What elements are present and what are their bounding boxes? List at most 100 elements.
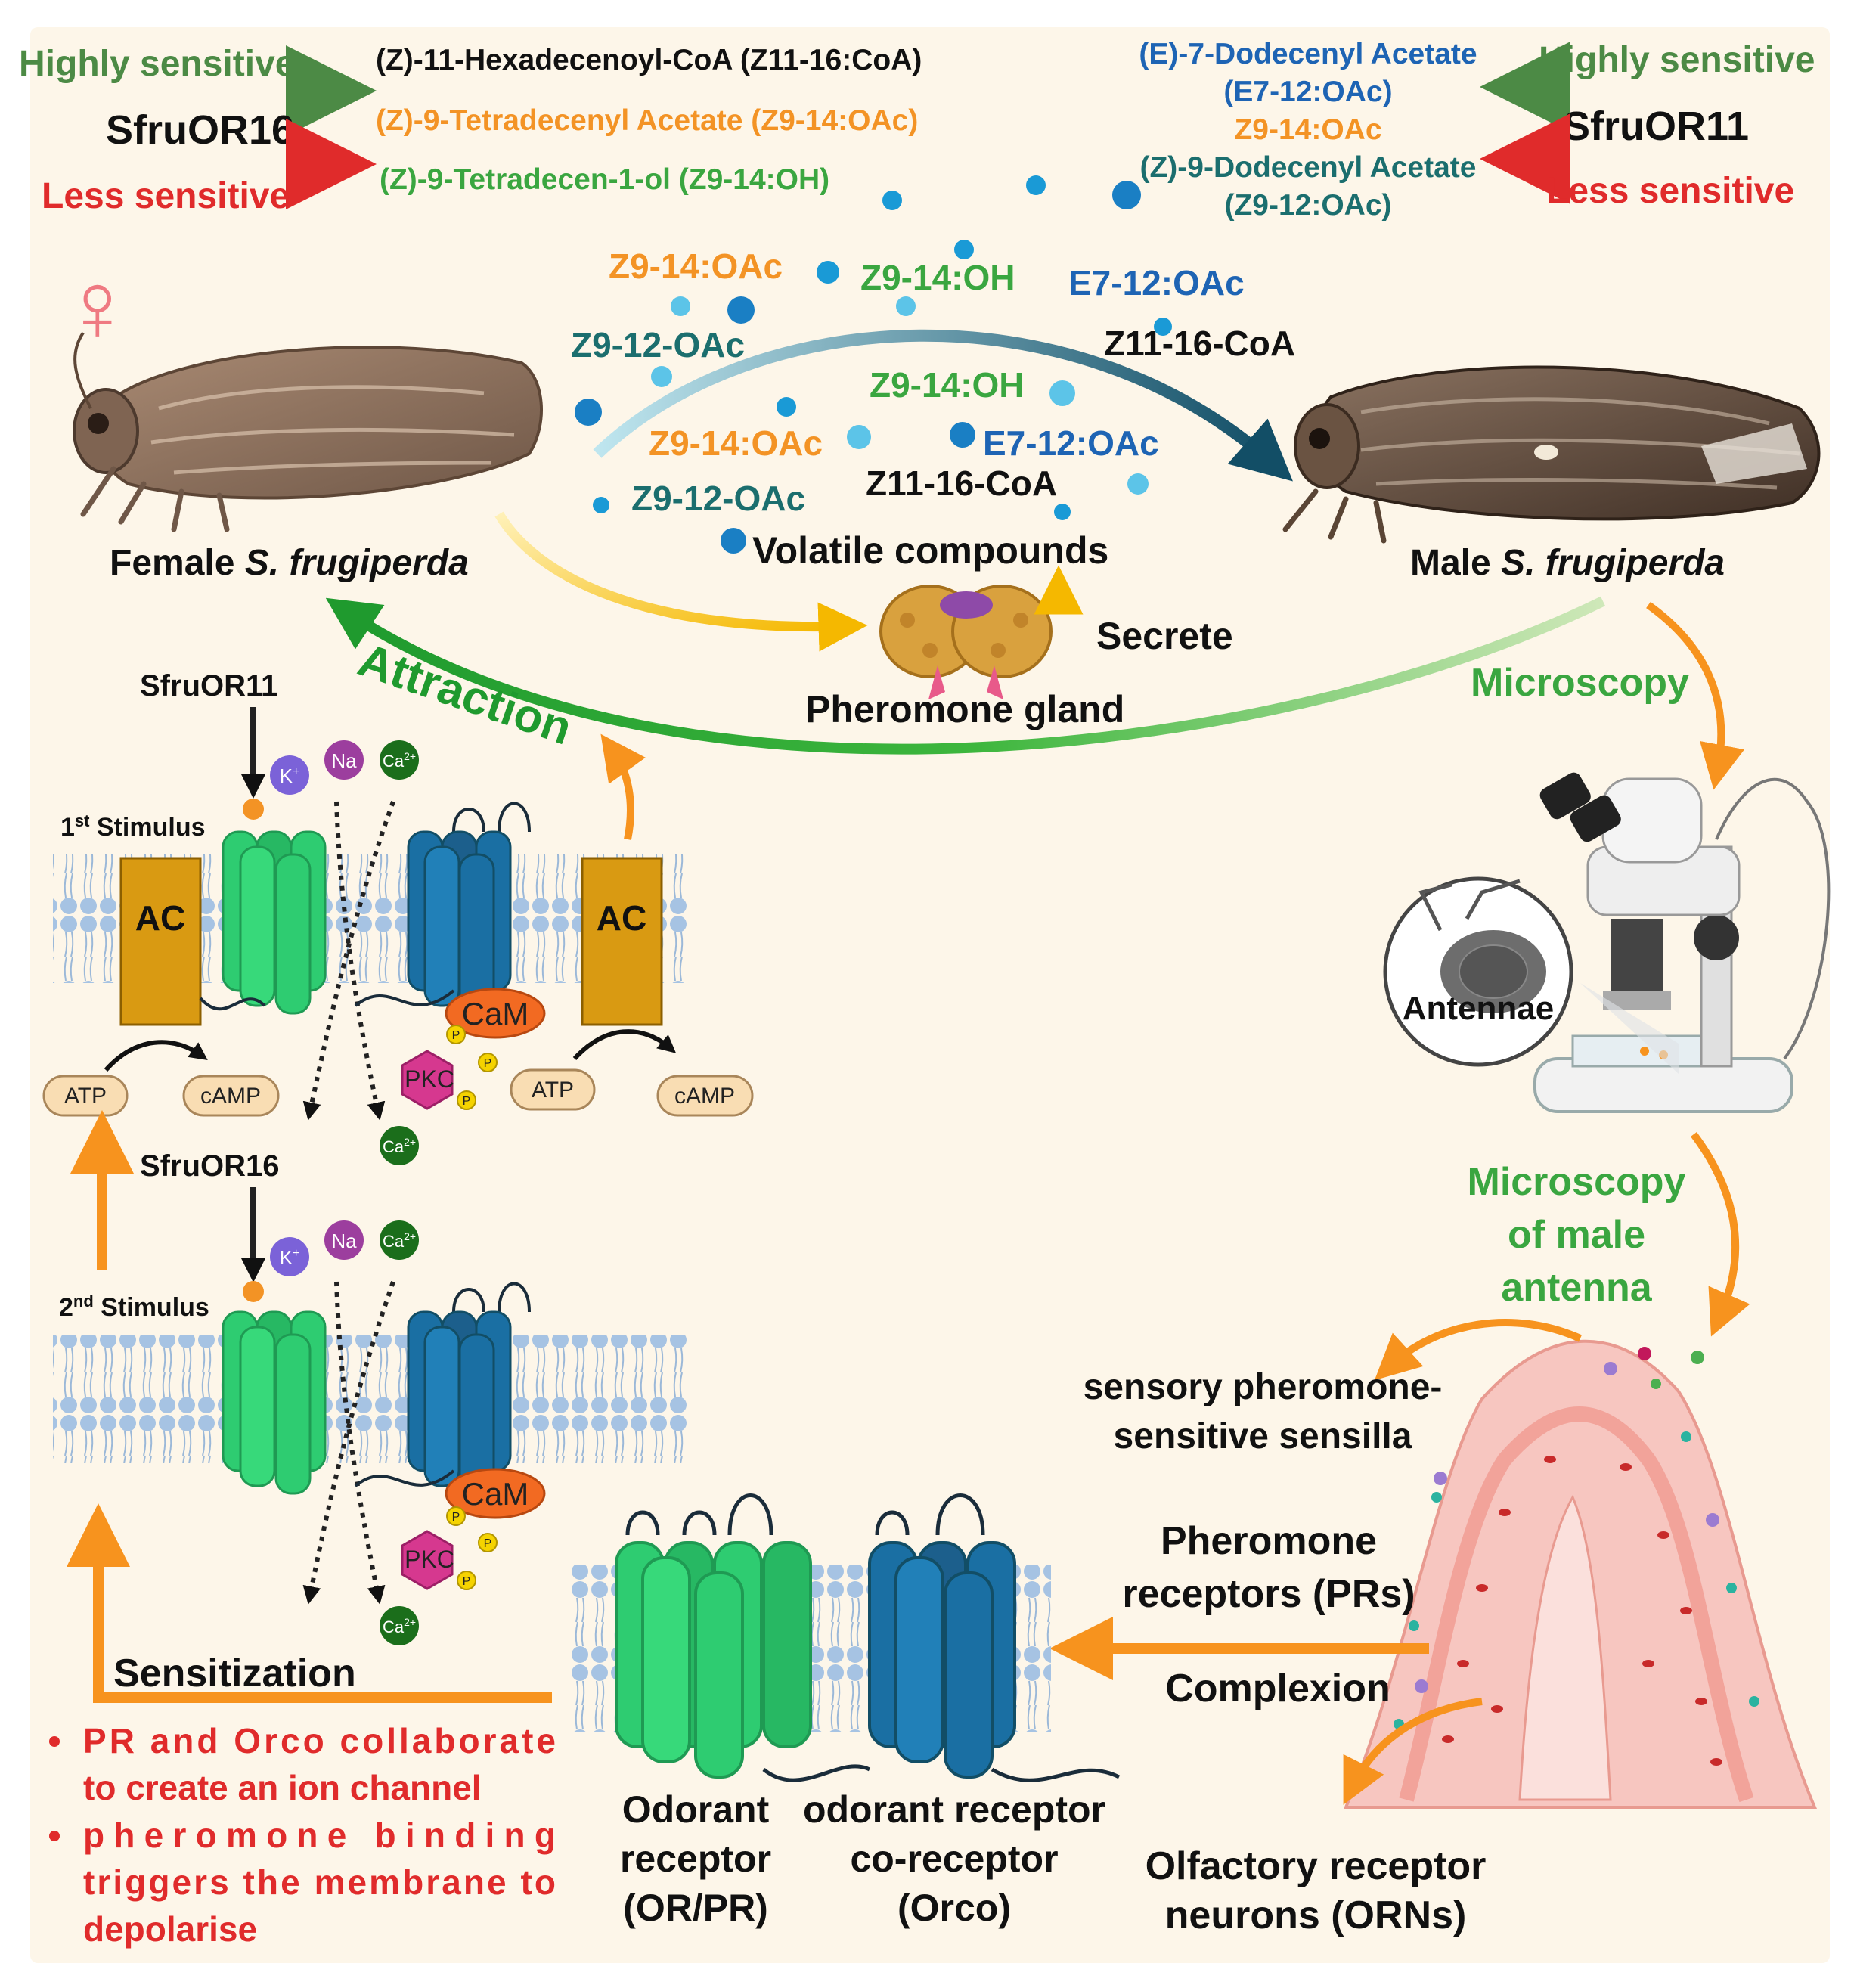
right-compound-3: Z9-14:OAc — [1234, 113, 1381, 146]
to-orns-arrow — [1343, 1698, 1483, 1805]
camp-2 — [656, 1075, 754, 1117]
ac-to-attraction-arrow — [600, 733, 646, 840]
antennae-label: Antennae — [1403, 990, 1554, 1027]
right-highly-sensitive-label: Highly sensitive — [1539, 40, 1815, 80]
to-sensilla-arrow — [1374, 1318, 1583, 1381]
bullet-2-dot — [49, 1831, 60, 1841]
pkc-2-label: PKC — [405, 1546, 454, 1573]
cloud-label-z1116coa-2: Z11-16-CoA — [866, 464, 1057, 503]
cloud-label-e712oac-2: E7-12:OAc — [983, 423, 1159, 463]
bullet-2-line3: depolarise — [83, 1909, 257, 1949]
antennae-inset — [1383, 876, 1679, 1074]
bullet-2-line2: triggers the membrane to — [83, 1862, 556, 1902]
left-less-sensitive-label: Less sensitive — [42, 176, 290, 216]
atp-2-label: ATP — [532, 1078, 574, 1103]
or-receptor-small-2 — [222, 1310, 327, 1495]
ac-box-1 — [119, 857, 202, 1026]
ac-label-2: AC — [597, 898, 646, 938]
p-label-1a: P — [452, 1029, 460, 1042]
ion-path-1a — [334, 801, 386, 1121]
female-label-species: S. frugiperda — [245, 543, 469, 583]
cloud-label-z912oac-2: Z9-12-OAc — [631, 479, 805, 518]
male-moth-illustration — [1282, 365, 1821, 544]
orco-label-line2: co-receptor — [850, 1838, 1058, 1880]
secrete-label: Secrete — [1096, 615, 1233, 657]
ac-box-2 — [581, 857, 663, 1026]
sensitization-arrow — [67, 1503, 552, 1703]
cloud-label-z914oac-2: Z9-14:OAc — [649, 423, 823, 463]
stimulus-2-ordinal: nd — [73, 1292, 94, 1310]
right-less-sensitive-label: Less sensitive — [1546, 171, 1794, 211]
cam-2-label: CaM — [462, 1476, 529, 1512]
stimulus-2-label: 2nd Stimulus — [59, 1292, 209, 1322]
atp-2 — [510, 1068, 596, 1111]
ca-ion-2-symbol: Ca — [383, 1232, 405, 1251]
prs-label-line1: Pheromone — [1161, 1519, 1377, 1563]
stimulus-1-ordinal: st — [75, 811, 90, 830]
p-bubble-1a — [446, 1025, 466, 1044]
na-ion-1-label: Na — [331, 749, 357, 772]
camp-1-label: cAMP — [200, 1084, 261, 1109]
k-ion-2-symbol: K — [280, 1246, 293, 1269]
k-ion-1-charge: + — [293, 765, 299, 778]
ligand-dot-1 — [243, 799, 264, 820]
ca-ion-out-2-charge: 2+ — [404, 1616, 416, 1628]
p-label-2c: P — [463, 1575, 471, 1588]
k-ion-1 — [270, 755, 309, 795]
k-ion-1-label: K+ — [280, 764, 300, 787]
ligand-dot-2 — [243, 1281, 264, 1302]
p-bubble-2b — [478, 1533, 498, 1552]
p-label-2b: P — [484, 1537, 492, 1550]
atp-1-label: ATP — [64, 1084, 107, 1109]
ca-ion-2-charge: 2+ — [404, 1230, 416, 1242]
k-ion-2-charge: + — [293, 1247, 299, 1260]
stimulus-1-word: Stimulus — [89, 813, 205, 842]
orco-receptor-small-2 — [407, 1282, 531, 1495]
ca-ion-out-2-symbol: Ca — [383, 1617, 405, 1636]
ac-membrane-wire-1 — [199, 989, 455, 1011]
camp-2-label: cAMP — [674, 1084, 735, 1109]
microscopy-label: Microscopy — [1471, 661, 1689, 705]
or-label-line2: receptor — [620, 1838, 771, 1880]
cloud-label-z914oac-1: Z9-14:OAc — [609, 247, 783, 286]
p-bubble-1c — [457, 1090, 476, 1110]
ca-ion-out-1-symbol: Ca — [383, 1137, 405, 1156]
ion-path-2a — [334, 1281, 386, 1605]
or-label-line3: (OR/PR) — [623, 1887, 768, 1929]
male-label-species: S. frugiperda — [1501, 543, 1725, 583]
pheromone-gland-label: Pheromone gland — [805, 688, 1124, 730]
female-moth-illustration — [73, 331, 543, 532]
volatile-compounds-label: Volatile compounds — [752, 529, 1108, 572]
ca-ion-1-charge: 2+ — [404, 750, 416, 762]
ca-ion-out-1 — [380, 1126, 419, 1165]
female-symbol: ♀ — [60, 251, 135, 361]
orco-label-line1: odorant receptor — [803, 1788, 1105, 1831]
complexion-label: Complexion — [1165, 1667, 1390, 1710]
ion-path-1b — [302, 800, 395, 1121]
microscope-to-antenna-arrow — [1690, 1132, 1750, 1337]
male-label-prefix: Male — [1410, 543, 1501, 583]
or-receptor-large — [615, 1493, 812, 1779]
left-highly-sensitive-label: Highly sensitive — [19, 44, 295, 84]
na-ion-2 — [324, 1220, 364, 1260]
na-ion-1 — [324, 740, 364, 780]
or-label-line1: Odorant — [622, 1788, 770, 1831]
cam-1-label: CaM — [462, 996, 529, 1031]
ca-ion-2-label: Ca2+ — [383, 1230, 416, 1251]
right-receptor-label: SfruOR11 — [1563, 104, 1749, 149]
female-label-prefix: Female — [110, 543, 245, 583]
camp-1 — [182, 1075, 280, 1117]
droplets — [575, 175, 1172, 554]
sensilla-label-line1: sensory pheromone- — [1084, 1367, 1443, 1407]
p-label-1b: P — [484, 1057, 492, 1070]
ion-path-2b — [302, 1281, 395, 1605]
cloud-label-z1116coa-1: Z11-16-CoA — [1104, 324, 1295, 363]
p-bubble-1b — [478, 1053, 498, 1072]
pkc-1 — [401, 1050, 454, 1110]
prs-label-line2: receptors (PRs) — [1122, 1572, 1415, 1616]
pkc-1-label: PKC — [405, 1065, 454, 1093]
k-ion-2-label: K+ — [280, 1246, 300, 1269]
right-compound-1: (E)-7-Dodecenyl Acetate — [1139, 38, 1477, 70]
na-ion-2-label: Na — [331, 1230, 357, 1252]
orco-receptor-large — [762, 1493, 1121, 1782]
